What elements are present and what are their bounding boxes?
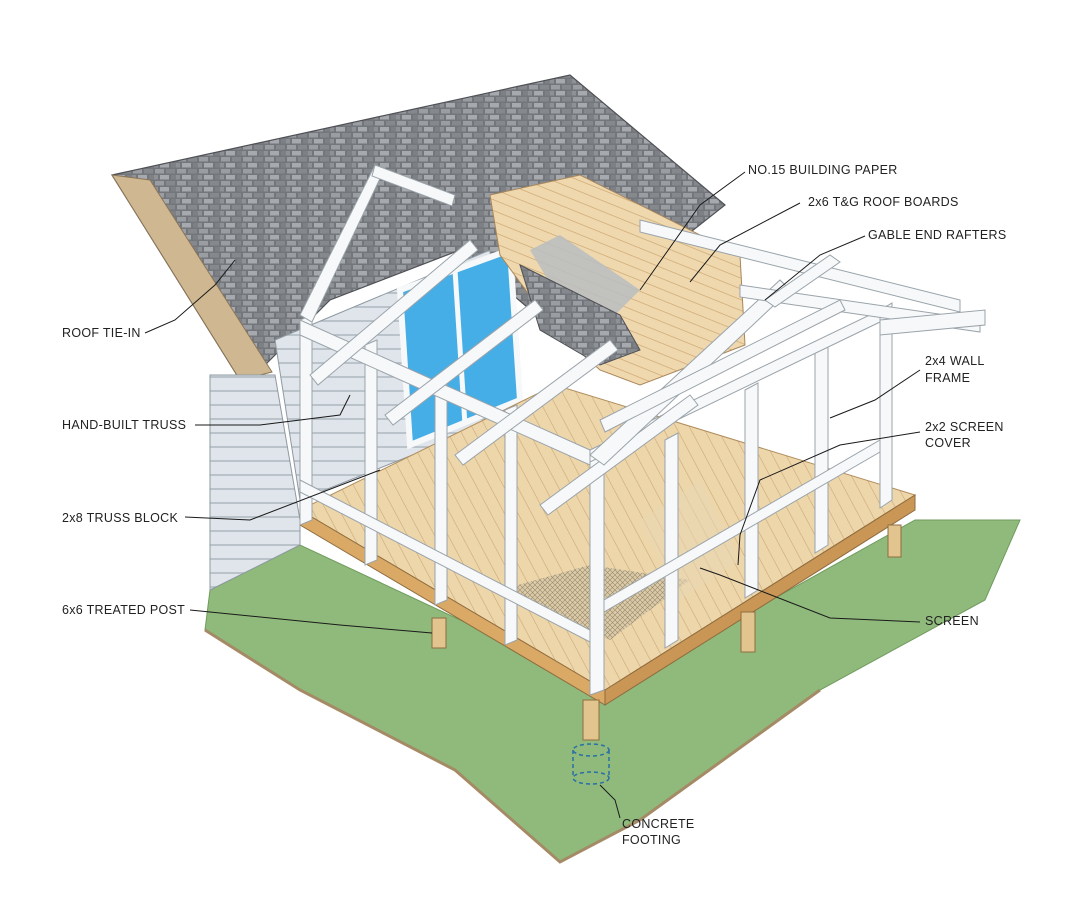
post-right [740,611,756,653]
label-gable-end-rafters: GABLE END RAFTERS [868,228,1006,242]
label-roof-boards: 2x6 T&G ROOF BOARDS [808,195,959,209]
deck-rim-right [604,494,916,706]
roof-framing [299,164,986,516]
callout-labels: NO.15 BUILDING PAPER 2x6 T&G ROOF BOARDS… [62,163,1006,847]
post-corner [582,699,600,741]
label-building-paper: NO.15 BUILDING PAPER [748,163,898,177]
concrete-footing [572,743,610,785]
post-left [431,617,447,649]
label-wall-frame-line1: 2x4 WALL [925,354,985,368]
building-paper [530,235,640,320]
label-wall-frame-line2: FRAME [925,371,970,385]
label-footing-line2: FOOTING [622,833,681,847]
post-far-right [887,524,902,558]
label-screen-cover-line2: COVER [925,436,971,450]
label-screen-cover-line1: 2x2 SCREEN [925,420,1004,434]
house-siding [209,374,301,591]
label-roof-tie-in: ROOF TIE-IN [62,326,141,340]
leader-lines [144,171,921,819]
house-roof-edge [111,174,273,381]
label-screen: SCREEN [925,614,979,628]
label-hand-built-truss: HAND-BUILT TRUSS [62,418,186,432]
lawn-edge [204,628,821,864]
label-truss-block: 2x8 TRUSS BLOCK [62,511,178,525]
label-footing-line1: CONCRETE [622,817,695,831]
label-treated-post: 6x6 TREATED POST [62,603,185,617]
